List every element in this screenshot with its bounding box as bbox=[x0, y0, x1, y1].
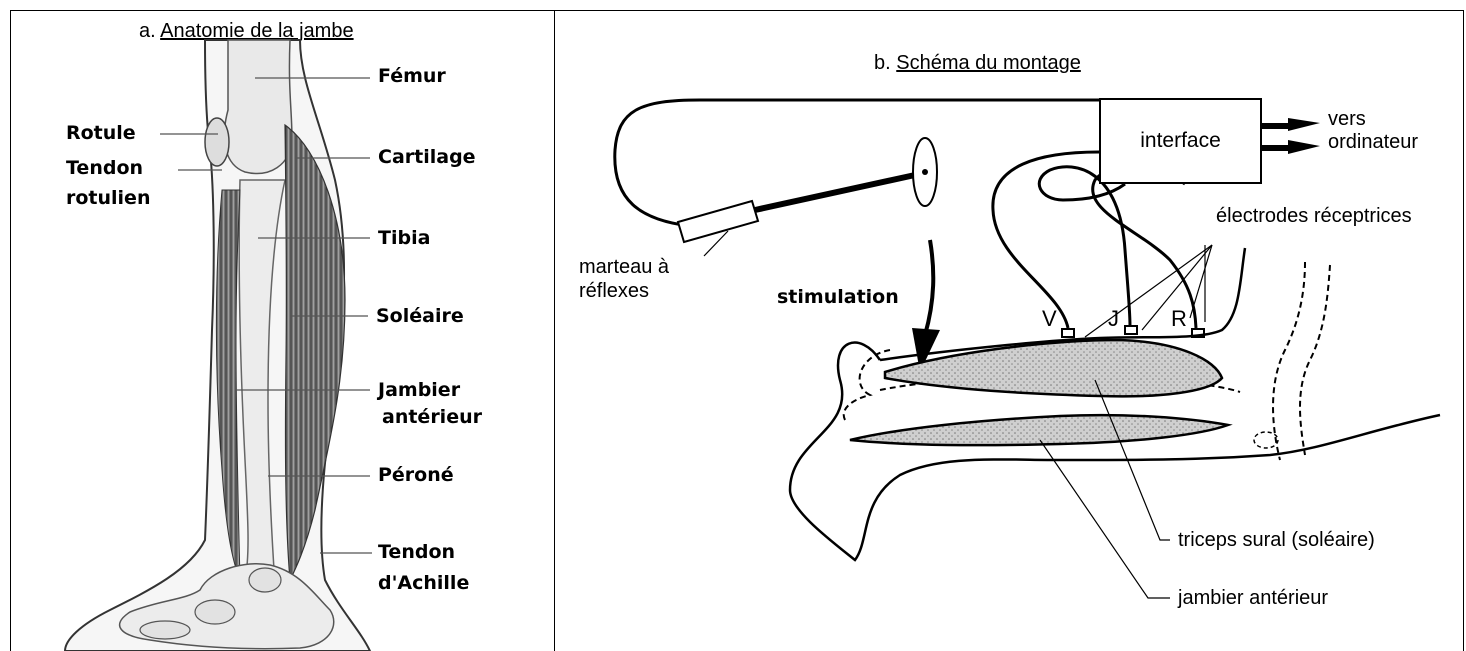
label-jambier-anterieur: jambier antérieur bbox=[1178, 587, 1328, 609]
interface-box: interface bbox=[1099, 98, 1262, 184]
label-vers: vers bbox=[1328, 108, 1366, 130]
jambier-muscle bbox=[850, 415, 1228, 445]
dashed-bones-upper bbox=[1273, 262, 1330, 460]
electrode-leaders bbox=[1085, 245, 1212, 337]
label-rotule: Rotule bbox=[66, 121, 136, 145]
talus-bone bbox=[249, 568, 281, 592]
label-perone: Péroné bbox=[378, 463, 454, 487]
label-achille-2: d'Achille bbox=[378, 571, 469, 595]
label-j: J bbox=[1108, 306, 1119, 332]
metatarsal-bone bbox=[140, 621, 190, 639]
label-marteau-1: marteau à bbox=[579, 256, 669, 278]
label-triceps: triceps sural (soléaire) bbox=[1178, 529, 1375, 551]
label-v: V bbox=[1042, 306, 1057, 332]
electrode-j bbox=[1125, 326, 1137, 334]
femur-bone bbox=[224, 40, 292, 173]
label-marteau-2: réflexes bbox=[579, 280, 649, 302]
label-achille-1: Tendon bbox=[378, 540, 455, 564]
label-jambier-1: Jambier bbox=[378, 378, 460, 402]
label-cartilage: Cartilage bbox=[378, 145, 476, 169]
panel-b-prefix: b. bbox=[874, 52, 896, 74]
label-soleaire: Soléaire bbox=[376, 304, 464, 328]
triceps-muscle bbox=[885, 340, 1222, 396]
hammer-shaft bbox=[755, 175, 915, 210]
electrode-v bbox=[1062, 329, 1074, 337]
dashed-heel bbox=[1254, 432, 1278, 448]
panel-b-caption: b. Schéma du montage bbox=[874, 52, 1081, 75]
label-r: R bbox=[1171, 306, 1187, 332]
panel-b-title: Schéma du montage bbox=[896, 52, 1081, 74]
stimulation-arrow bbox=[925, 240, 933, 335]
label-tendon-rotulien-2: rotulien bbox=[66, 186, 150, 210]
label-stimulation: stimulation bbox=[777, 286, 899, 308]
navicular-bone bbox=[195, 600, 235, 624]
label-electrodes: électrodes réceptrices bbox=[1216, 205, 1412, 227]
muscle-leaders bbox=[1040, 380, 1170, 598]
label-femur: Fémur bbox=[378, 64, 446, 88]
hammer-grip bbox=[678, 201, 758, 242]
label-jambier-2: antérieur bbox=[382, 405, 482, 429]
patella bbox=[205, 118, 229, 166]
label-tendon-rotulien-1: Tendon bbox=[66, 156, 143, 180]
label-tibia: Tibia bbox=[378, 226, 430, 250]
label-ordinateur: ordinateur bbox=[1328, 131, 1418, 153]
